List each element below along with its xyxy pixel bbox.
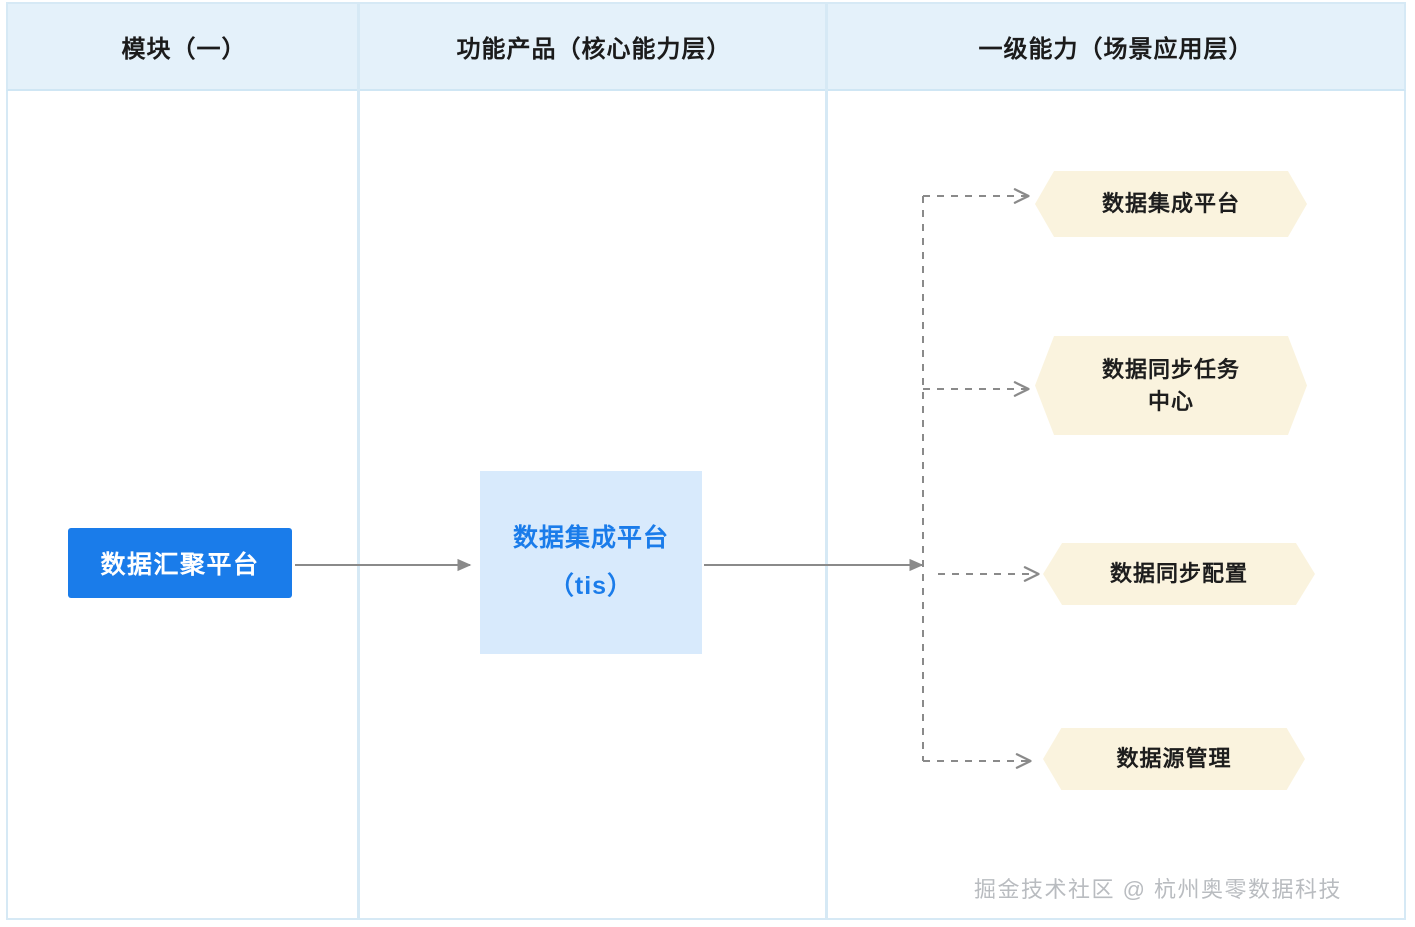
watermark-text: 掘金技术社区 @ 杭州奥零数据科技 xyxy=(974,877,1343,902)
node-product-platform-label-line2: （tis） xyxy=(548,571,634,600)
capability-chip-4-label: 数据源管理 xyxy=(1116,746,1232,772)
capability-chip-2[interactable]: 数据同步任务 中心 xyxy=(1035,336,1307,435)
column-divider-1 xyxy=(357,2,360,920)
header-band: 模块（一） 功能产品（核心能力层） 一级能力（场景应用层） xyxy=(6,2,1406,91)
node-product-platform[interactable]: 数据集成平台 （tis） xyxy=(480,471,702,654)
capability-chip-4[interactable]: 数据源管理 xyxy=(1043,728,1305,790)
column-header-module: 模块（一） xyxy=(121,36,247,63)
capability-chip-2-label: 数据同步任务 中心 xyxy=(1076,354,1266,418)
node-module-platform[interactable]: 数据汇聚平台 xyxy=(68,528,292,598)
capability-chip-2-line1: 数据同步任务 xyxy=(1101,356,1240,382)
node-product-platform-label-line1: 数据集成平台 xyxy=(512,524,669,552)
capability-chip-1-label: 数据集成平台 xyxy=(1101,191,1240,217)
column-header-scenario: 一级能力（场景应用层） xyxy=(978,36,1254,63)
column-divider-2 xyxy=(825,2,828,920)
capability-chip-3[interactable]: 数据同步配置 xyxy=(1043,543,1315,605)
node-module-platform-label: 数据汇聚平台 xyxy=(100,551,260,579)
capability-chip-1[interactable]: 数据集成平台 xyxy=(1035,171,1307,237)
capability-chip-3-label: 数据同步配置 xyxy=(1109,561,1248,587)
column-header-capability: 功能产品（核心能力层） xyxy=(456,36,732,63)
capability-chip-2-line2: 中心 xyxy=(1147,388,1194,414)
